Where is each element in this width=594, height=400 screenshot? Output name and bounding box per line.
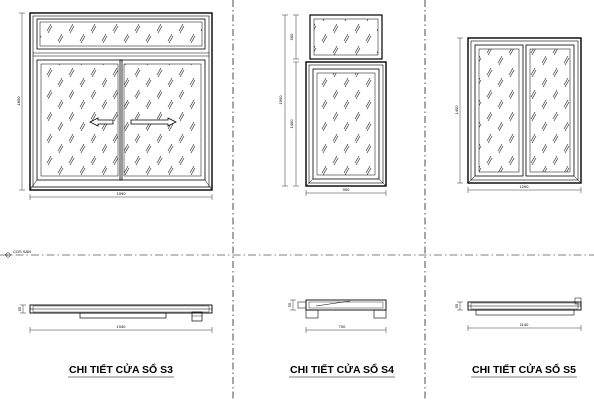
window-s5-elevation: [467, 37, 582, 184]
window-s3-dimensions: [19, 12, 213, 200]
s3-height-label: 1800: [16, 96, 21, 106]
s3-width-label: 1990: [117, 191, 127, 196]
window-s3-plan-dimensions: [20, 304, 213, 333]
s3-plan-depth-label: 55: [17, 306, 22, 311]
arrow-right-icon: [130, 117, 177, 127]
s4-transom-height-label: 500: [289, 33, 294, 40]
s5-title: CHI TIẾT CỬA SỔ S5: [472, 363, 576, 376]
window-s4-dimensions: [282, 14, 387, 196]
level-marker-label: COS SÀN: [13, 249, 31, 254]
window-s5-plan: [467, 297, 582, 316]
window-s3-plan: [29, 304, 213, 322]
window-s4-elevation: [305, 14, 387, 187]
window-s3-elevation: [29, 12, 213, 191]
section-dividers: [232, 0, 426, 400]
s3-plan-width-label: 1940: [117, 324, 127, 329]
s4-width-label: 900: [343, 187, 350, 192]
floor-level: COS SÀN: [0, 249, 594, 258]
window-s5-plan-dimensions: [457, 301, 582, 331]
s3-title: CHI TIẾT CỬA SỔ S3: [69, 363, 173, 376]
s5-height-label: 1400: [454, 105, 459, 115]
s4-sash-height-label: 1400: [289, 119, 294, 129]
s4-title: CHI TIẾT CỬA SỔ S4: [290, 363, 394, 376]
window-s5-dimensions: [457, 37, 582, 193]
arrow-left-icon: [89, 117, 114, 127]
sliding-arrows: [89, 117, 177, 127]
window-s4-plan-dimensions: [290, 299, 387, 333]
s5-plan-depth-label: 55: [454, 303, 459, 308]
s4-plan-width-label: 700: [339, 324, 346, 329]
s4-height-label: 1900: [278, 95, 283, 105]
s4-plan-depth-label: 55: [287, 302, 292, 307]
window-s4-plan: [297, 299, 387, 319]
s5-plan-width-label: 1140: [520, 322, 529, 327]
s5-width-label: 1200: [520, 184, 530, 189]
